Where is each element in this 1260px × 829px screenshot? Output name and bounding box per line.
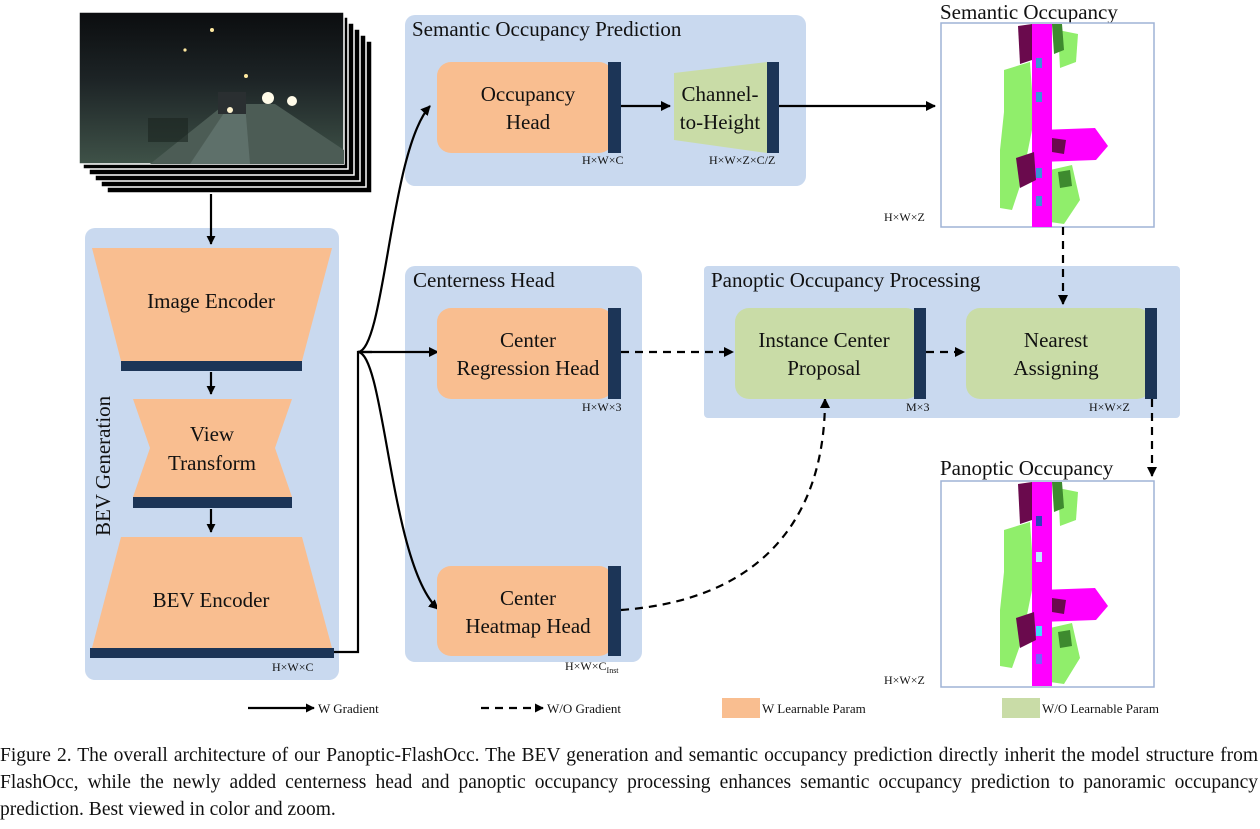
occupancy-head-dim: H×W×C — [582, 153, 624, 167]
semantic-occupancy-dim: H×W×Z — [884, 210, 925, 224]
channel-to-height-output-bar — [767, 62, 779, 153]
channel-to-height-label-line2: to-Height — [680, 110, 761, 134]
figure-caption: Figure 2. The overall architecture of ou… — [0, 745, 1258, 820]
arrow-heatmap-to-instance-center — [620, 398, 830, 612]
center-regression-head-label-line1: Center — [500, 328, 556, 352]
legend-w-gradient-label: W Gradient — [318, 701, 379, 716]
instance-center-proposal-block — [735, 308, 920, 399]
instance-center-proposal-output-bar — [914, 308, 926, 399]
arrow-to-center-heatmap-head — [357, 350, 439, 610]
bev-encoder-label: BEV Encoder — [153, 588, 270, 612]
view-transform-output-bar — [133, 497, 292, 508]
panoptic-occupancy-processing-title: Panoptic Occupancy Processing — [711, 268, 981, 292]
bev-encoder-block — [92, 537, 332, 648]
legend-wo-learnable-label: W/O Learnable Param — [1042, 701, 1159, 716]
instance-center-proposal-label-line2: Proposal — [787, 356, 861, 380]
panoptic-occupancy-dim: H×W×Z — [884, 673, 925, 687]
architecture-diagram: Image Encoder View Transform BEV Encoder… — [78, 0, 1180, 718]
view-transform-block — [133, 399, 292, 497]
nearest-assigning-dim: H×W×Z — [1089, 400, 1130, 414]
legend-wo-gradient-label: W/O Gradient — [547, 701, 621, 716]
centerness-head-title: Centerness Head — [413, 268, 555, 292]
nearest-assigning-label-line2: Assigning — [1013, 356, 1099, 380]
arrow-bev-out — [334, 350, 372, 654]
nearest-assigning-output-bar — [1145, 308, 1157, 399]
legend: W Gradient W/O Gradient W Learnable Para… — [248, 698, 1159, 718]
semantic-occupancy-map — [1000, 24, 1108, 227]
bev-encoder-output-bar — [90, 648, 334, 658]
nearest-assigning-label-line1: Nearest — [1024, 328, 1088, 352]
nearest-assigning-block — [966, 308, 1151, 399]
center-regression-head-output-bar — [608, 308, 621, 399]
center-heatmap-head-label-line1: Center — [500, 586, 556, 610]
bev-encoder-dim: H×W×C — [272, 660, 314, 674]
image-encoder-block — [92, 248, 332, 361]
image-encoder-output-bar — [121, 361, 302, 371]
channel-to-height-dim: H×W×Z×C/Z — [709, 153, 775, 167]
center-heatmap-head-label-line2: Heatmap Head — [465, 614, 591, 638]
center-regression-head-block — [437, 308, 613, 399]
center-heatmap-head-block — [437, 566, 613, 656]
channel-to-height-label-line1: Channel- — [682, 82, 759, 106]
bev-generation-panel-title: BEV Generation — [91, 395, 115, 536]
occupancy-head-block — [437, 62, 613, 153]
panoptic-occupancy-map — [1000, 482, 1108, 686]
legend-w-learnable-label: W Learnable Param — [762, 701, 866, 716]
night-road-photo — [78, 11, 345, 165]
camera-image-stack-icon — [78, 11, 373, 194]
legend-wo-learnable-swatch — [1002, 698, 1040, 718]
center-heatmap-head-dim: H×W×CInst — [565, 659, 619, 675]
image-encoder-label: Image Encoder — [147, 289, 275, 313]
semantic-occupancy-prediction-title: Semantic Occupancy Prediction — [412, 17, 682, 41]
occupancy-head-label-line2: Head — [506, 110, 551, 134]
view-transform-label-line2: Transform — [168, 451, 256, 475]
instance-center-proposal-dim: M×3 — [906, 400, 929, 414]
panoptic-occupancy-title: Panoptic Occupancy — [940, 456, 1114, 480]
legend-w-learnable-swatch — [722, 698, 760, 718]
channel-to-height-block — [674, 62, 767, 153]
arrow-to-occupancy-head — [357, 105, 431, 354]
occupancy-head-label-line1: Occupancy — [481, 82, 576, 106]
view-transform-label-line1: View — [190, 422, 235, 446]
center-regression-head-dim: H×W×3 — [582, 400, 622, 414]
center-regression-head-label-line2: Regression Head — [457, 356, 600, 380]
center-heatmap-head-output-bar — [608, 566, 621, 656]
semantic-occupancy-title: Semantic Occupancy — [940, 0, 1118, 24]
instance-center-proposal-label-line1: Instance Center — [758, 328, 889, 352]
occupancy-head-output-bar — [608, 62, 621, 153]
